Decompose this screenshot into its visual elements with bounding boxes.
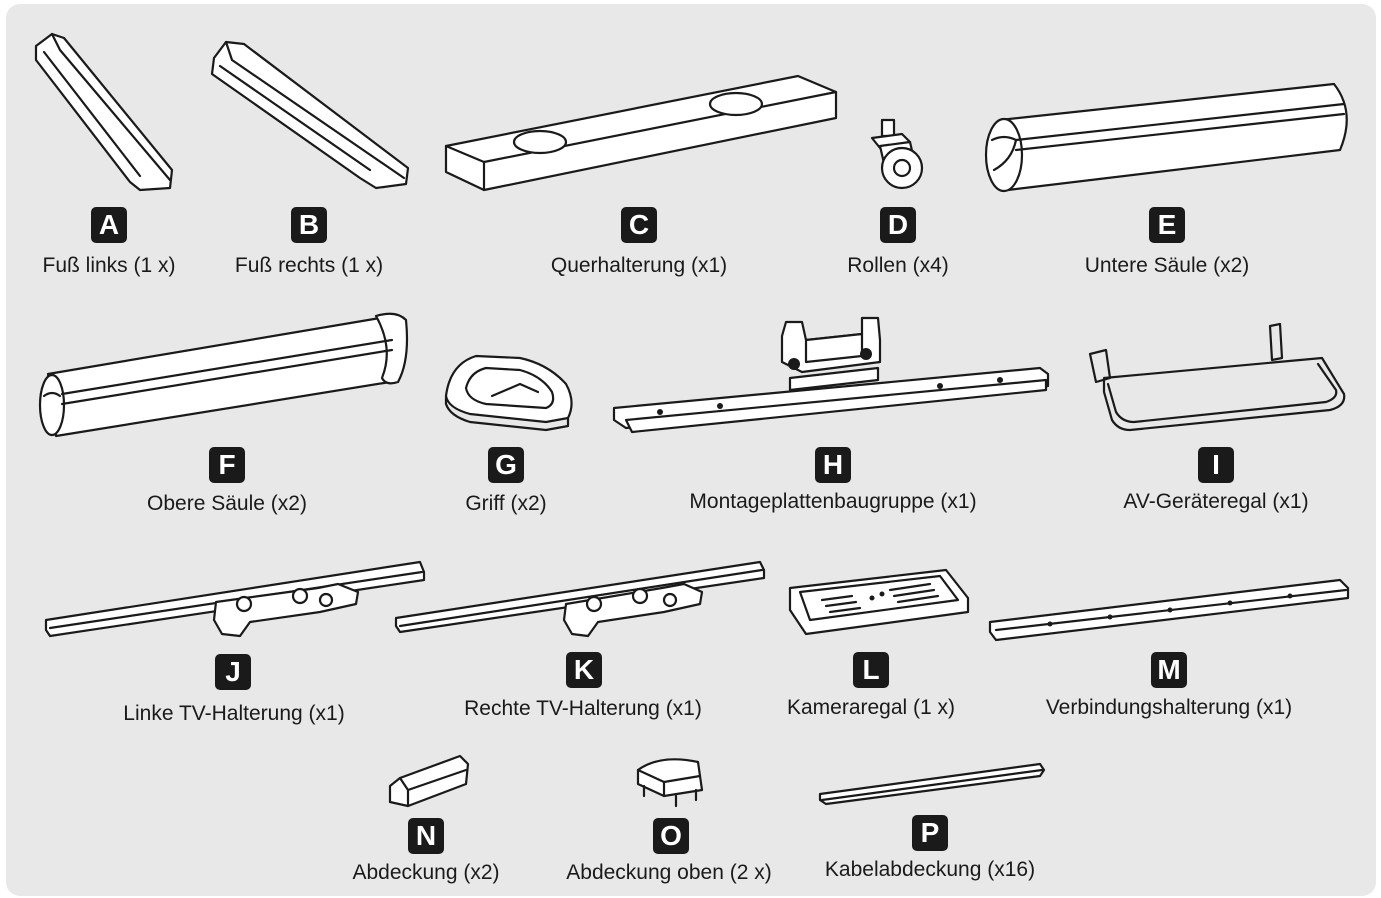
badge-j: J	[215, 654, 251, 690]
label-b: Fuß rechts (1 x)	[234, 254, 384, 277]
foot-left-drawing	[34, 32, 174, 192]
badge-f: F	[209, 447, 245, 483]
label-k: Rechte TV-Halterung (x1)	[464, 697, 702, 720]
badge-l: L	[853, 652, 889, 688]
badge-g: G	[488, 447, 524, 483]
badge-o: O	[653, 818, 689, 854]
badge-e: E	[1149, 207, 1185, 243]
label-i: AV-Geräteregal (x1)	[1123, 490, 1309, 513]
right-tv-bracket-drawing	[394, 560, 766, 638]
badge-a: A	[91, 207, 127, 243]
cross-bracket-drawing	[444, 74, 838, 192]
left-tv-bracket-drawing	[44, 560, 426, 638]
top-cover-drawing	[636, 758, 704, 808]
label-e: Untere Säule (x2)	[1084, 254, 1250, 277]
badge-h: H	[815, 447, 851, 483]
label-h: Montageplattenbaugruppe (x1)	[689, 490, 977, 513]
label-l: Kameraregal (1 x)	[786, 696, 956, 719]
label-j: Linke TV-Halterung (x1)	[123, 702, 345, 725]
badge-d: D	[880, 207, 916, 243]
label-a: Fuß links (1 x)	[42, 254, 176, 277]
upper-column-drawing	[38, 312, 409, 438]
label-m: Verbindungshalterung (x1)	[1045, 696, 1293, 719]
badge-i: I	[1198, 447, 1234, 483]
label-d: Rollen (x4)	[847, 254, 949, 277]
label-p: Kabelabdeckung (x16)	[824, 858, 1036, 881]
badge-c: C	[621, 207, 657, 243]
label-n: Abdeckung (x2)	[352, 861, 500, 884]
badge-p: P	[912, 815, 948, 851]
label-o: Abdeckung oben (2 x)	[566, 861, 772, 884]
label-f: Obere Säule (x2)	[147, 492, 307, 515]
cable-cover-drawing	[818, 762, 1046, 806]
camera-shelf-drawing	[788, 568, 970, 636]
badge-n: N	[408, 818, 444, 854]
lower-column-drawing	[984, 82, 1348, 193]
badge-b: B	[291, 207, 327, 243]
av-shelf-drawing	[1088, 322, 1346, 432]
badge-k: K	[566, 652, 602, 688]
label-c: Querhalterung (x1)	[550, 254, 728, 277]
label-g: Griff (x2)	[465, 492, 547, 515]
badge-m: M	[1151, 652, 1187, 688]
cover-drawing	[388, 754, 470, 808]
mounting-plate-drawing	[612, 316, 1050, 434]
foot-right-drawing	[210, 40, 410, 190]
caster-drawing	[870, 118, 924, 190]
handle-drawing	[444, 354, 573, 432]
connecting-bracket-drawing	[988, 578, 1350, 642]
